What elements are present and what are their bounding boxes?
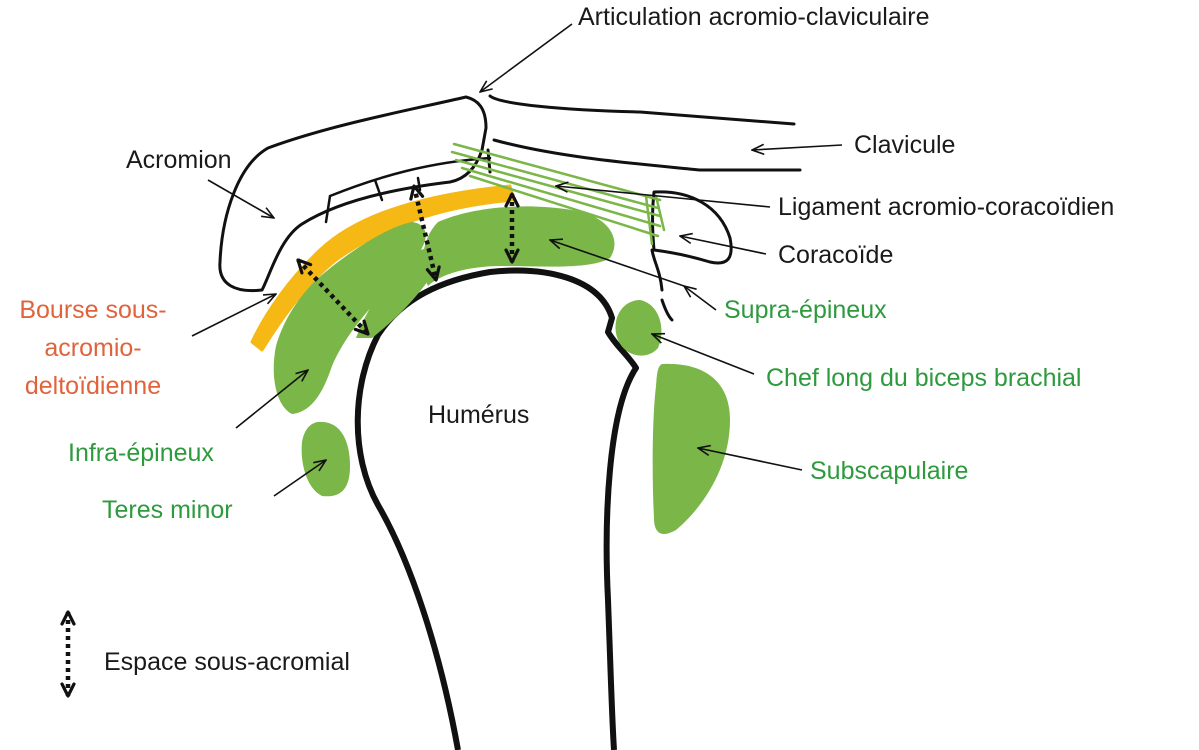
biceps-long-head-muscle <box>615 300 662 356</box>
label-teres-minor: Teres minor <box>102 496 233 524</box>
label-acromion: Acromion <box>126 146 232 174</box>
label-bourse-line-1: Bourse sous- <box>19 296 167 324</box>
label-coracoide: Coracoïde <box>778 241 894 269</box>
label-infra-epineux: Infra-épineux <box>68 439 214 467</box>
subacromial-space-arrows <box>60 184 520 698</box>
clavicle-bone <box>486 94 802 174</box>
legend-espace-sous-acromial: Espace sous-acromial <box>104 648 350 676</box>
label-bourse-line-2: acromio- <box>44 334 142 362</box>
leader-arrows <box>191 23 843 497</box>
label-ligament-acromio-coracoidien: Ligament acromio-coracoïdien <box>778 193 1115 221</box>
label-chef-long-biceps: Chef long du biceps brachial <box>766 364 1082 392</box>
label-bourse-line-3: deltoïdienne <box>24 372 162 400</box>
label-humerus: Humérus <box>428 401 530 429</box>
label-clavicule: Clavicule <box>854 131 956 159</box>
label-supra-epineux: Supra-épineux <box>724 296 887 324</box>
humerus-bone <box>354 267 639 750</box>
supraspinatus-muscle <box>422 206 615 286</box>
label-articulation-acromio-claviculaire: Articulation acromio-claviculaire <box>578 3 930 31</box>
teres-minor-muscle <box>301 421 350 497</box>
subscapularis-muscle <box>652 363 730 534</box>
label-subscapulaire: Subscapulaire <box>810 457 969 485</box>
coracoid-base <box>650 248 674 322</box>
